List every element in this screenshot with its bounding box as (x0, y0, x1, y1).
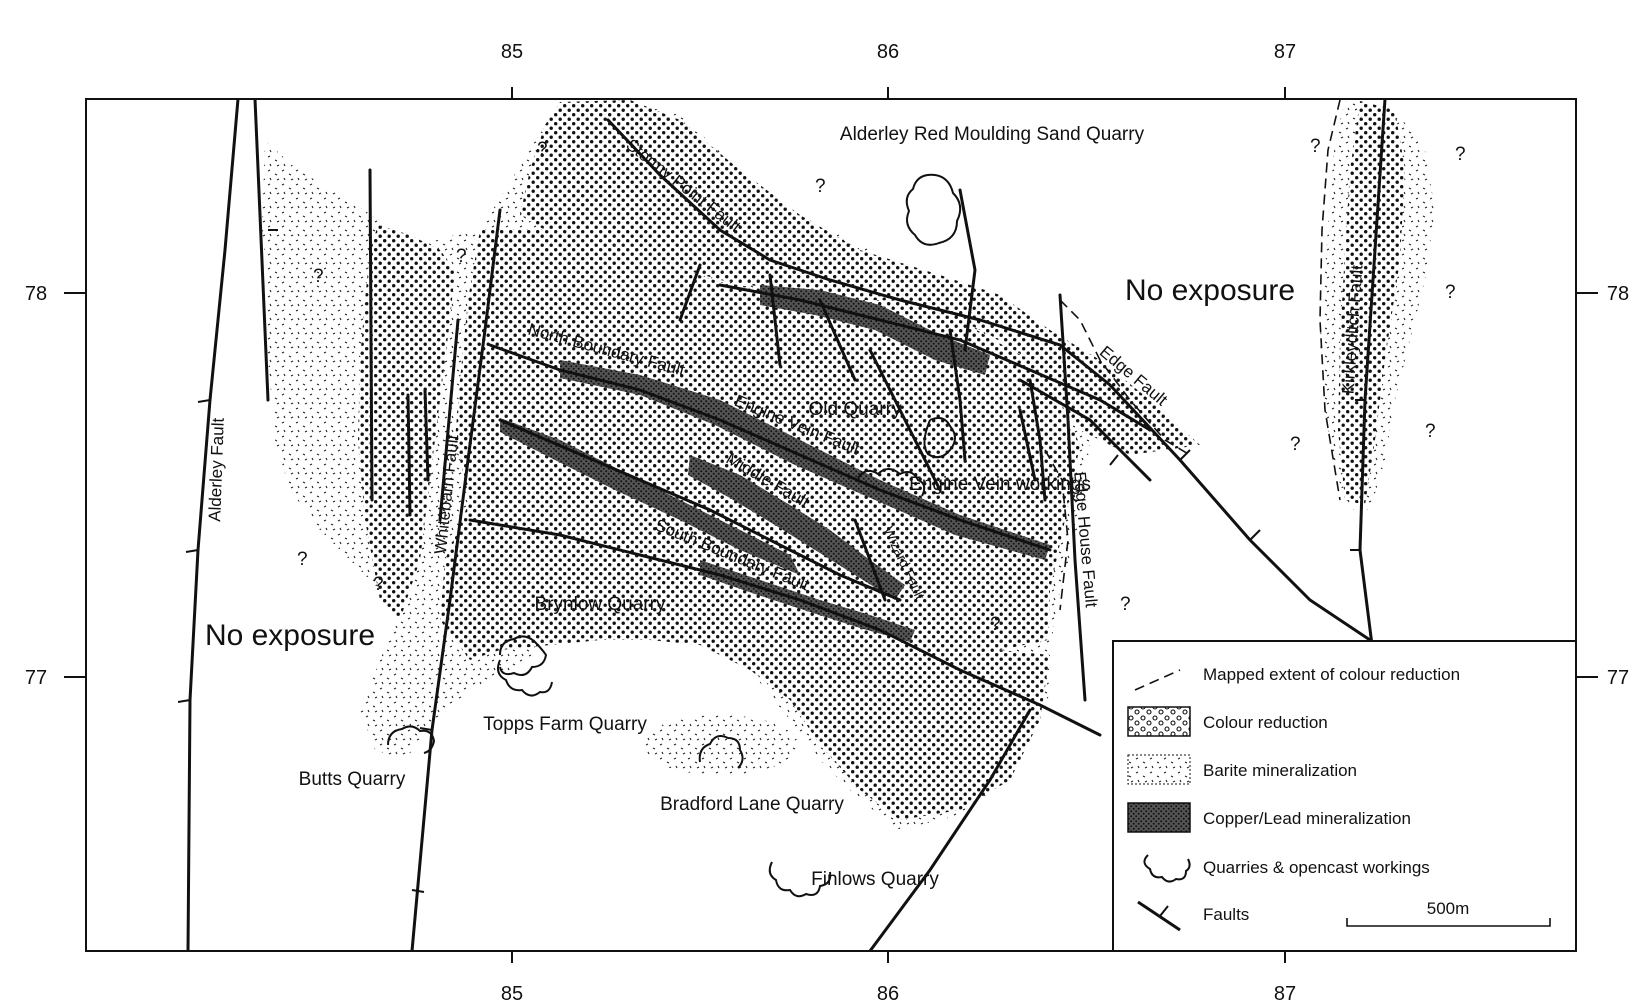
fault-north-boundary (488, 343, 1052, 552)
copper-lead-band-4 (688, 455, 905, 600)
legend-colour-reduction-label: Colour reduction (1203, 713, 1328, 732)
mapped-extent-outline-east (1059, 299, 1191, 456)
unknown-marker: ? (537, 139, 548, 160)
quarry-brynlow-icon (499, 635, 548, 676)
fault-minor-1 (368, 168, 374, 502)
easting-bottom-86: 86 (877, 983, 899, 1005)
legend-box (1112, 640, 1577, 952)
easting-top-87: 87 (1274, 41, 1296, 63)
northing-left-77: 77 (25, 667, 47, 689)
unknown-marker: ? (373, 574, 384, 595)
unknown-marker: ? (990, 614, 1001, 635)
butts-quarry-label: Butts Quarry (299, 769, 406, 790)
quarry-alderley-icon (905, 173, 962, 246)
no-exposure-east-label: No exposure (1125, 274, 1295, 307)
mapped-extent-outline-edgehouse (1044, 449, 1069, 611)
fault-minor-2 (406, 393, 412, 517)
unknown-marker: ? (1425, 421, 1436, 442)
legend-quarries-label: Quarries & opencast workings (1203, 858, 1430, 877)
unknown-marker: ? (815, 176, 826, 197)
unknown-markers: ? ? ? ? ? ? ? ? ? ? ? ? ? (297, 136, 1466, 635)
alderley-quarry-label: Alderley Red Moulding Sand Quarry (840, 124, 1145, 145)
fault-minor-9 (958, 188, 977, 352)
fault-minor-3 (423, 388, 430, 482)
scale-bar (1346, 918, 1551, 927)
easting-top-85: 85 (501, 41, 523, 63)
legend-extent-swatch (1134, 669, 1181, 691)
quarry-symbols (387, 173, 962, 898)
fault-edge-house (1058, 293, 1087, 702)
fault-alderley (186, 99, 240, 951)
fault-south-boundary (468, 518, 1102, 737)
scale-bar-label: 500m (1427, 899, 1470, 918)
legend-quarry-icon (1143, 854, 1191, 883)
legend-barite-label: Barite mineralization (1203, 761, 1357, 780)
brynlow-quarry-label: Brynlow Quarry (535, 594, 666, 615)
grid-ticks (64, 87, 1598, 963)
quarry-butts-icon (387, 725, 436, 754)
copper-lead-band-3 (500, 418, 800, 575)
mapped-extent-outline-kirkleyditch (1319, 99, 1341, 501)
northing-right-78: 78 (1607, 283, 1629, 305)
fault-minor-5 (678, 263, 702, 322)
colour-reduction-north (520, 100, 1200, 455)
quarry-old-icon (923, 417, 956, 459)
fault-whitebarn (410, 208, 502, 951)
legend-fault-icon (1137, 900, 1181, 932)
topps-farm-quarry-label: Topps Farm Quarry (483, 714, 647, 735)
unknown-marker: ? (297, 549, 308, 570)
legend-extent-label: Mapped extent of colour reduction (1203, 665, 1460, 684)
quarry-engine-vein-icon (857, 468, 926, 497)
fault-minor-8 (868, 348, 942, 492)
unknown-marker: ? (456, 246, 467, 267)
fault-edge (1018, 378, 1152, 482)
legend-colour-reduction-swatch (1127, 706, 1191, 737)
unknown-marker: ? (313, 266, 324, 287)
engine-vein-workings-label: Engine Vein workings (909, 474, 1091, 495)
easting-top-86: 86 (877, 41, 899, 63)
quarry-bradford-icon (698, 735, 744, 769)
fault-minor-12 (1018, 408, 1037, 482)
easting-bottom-87: 87 (1274, 983, 1296, 1005)
bradford-lane-quarry-label: Bradford Lane Quarry (660, 794, 844, 815)
fault-ticks (177, 229, 1365, 951)
finlows-quarry-label: Finlows Quarry (811, 869, 939, 890)
fault-minor-4 (438, 318, 460, 522)
quarry-finlows-icon (768, 861, 832, 898)
unknown-marker: ? (1120, 594, 1131, 615)
northing-right-77: 77 (1607, 667, 1629, 689)
fault-minor-6 (768, 273, 782, 367)
copper-lead-band-2 (560, 360, 1050, 560)
fault-minor-7 (818, 298, 857, 382)
quarry-topps-farm-icon (497, 659, 553, 697)
legend-copper-lead-swatch (1127, 802, 1191, 833)
alderley-fault-label: Alderley Fault (205, 417, 228, 522)
legend-fault-tick-icon (1159, 905, 1169, 917)
fault-wizard (853, 518, 887, 602)
fault-minor-11 (1028, 378, 1047, 502)
fault-west-minor (253, 99, 270, 402)
barite-area-bradford (642, 715, 798, 775)
northing-left-78: 78 (25, 283, 47, 305)
fault-minor-10 (948, 328, 967, 462)
unknown-marker: ? (1445, 282, 1456, 303)
legend: Mapped extent of colour reduction Colour… (1112, 640, 1577, 952)
fault-middle (498, 418, 902, 602)
easting-bottom-85: 85 (501, 983, 523, 1005)
unknown-marker: ? (1290, 434, 1301, 455)
copper-lead-band-1 (760, 285, 990, 375)
no-exposure-west-label: No exposure (205, 619, 375, 652)
legend-barite-swatch (1127, 754, 1191, 785)
unknown-marker: ? (1310, 136, 1321, 157)
legend-copper-lead-label: Copper/Lead mineralization (1203, 809, 1411, 828)
old-quarry-label: Old Quarry (809, 399, 902, 420)
fault-finlows (868, 708, 1032, 951)
fault-engine-vein (718, 283, 1152, 432)
legend-faults-label: Faults (1203, 905, 1249, 924)
colour-reduction-south (440, 500, 1050, 820)
colour-reduction-west (358, 225, 455, 620)
unknown-marker: ? (1455, 144, 1466, 165)
